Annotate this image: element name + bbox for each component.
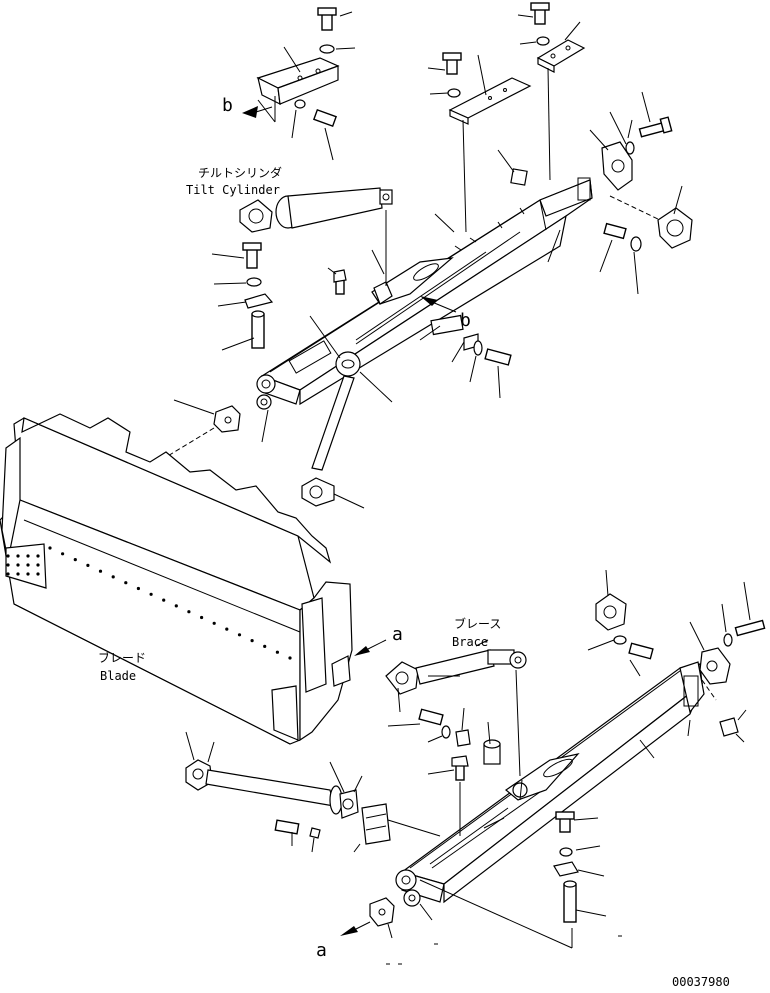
drawing-number: 00037980 bbox=[672, 975, 730, 989]
tilt-cylinder-bottom bbox=[185, 731, 441, 853]
bottom-trunnion-clamp bbox=[553, 569, 766, 937]
blade-bolt-hole bbox=[162, 598, 166, 602]
blade-bolt-hole bbox=[263, 644, 267, 649]
view-a-arrow-blade bbox=[354, 639, 387, 656]
blade-bolt-hole bbox=[225, 627, 229, 631]
blade-bolt-hole bbox=[61, 552, 65, 556]
blade-bolt-hole bbox=[136, 586, 140, 591]
blade-bolt-hole bbox=[237, 633, 242, 637]
blade-bolt-hole bbox=[48, 546, 52, 550]
blade-bolt-hole bbox=[200, 615, 204, 620]
blade-bolt-hole bbox=[6, 554, 10, 558]
blade-bolt-hole bbox=[16, 554, 20, 558]
blade-label-jp: ブレード bbox=[98, 650, 146, 665]
arm-pin-hardware bbox=[419, 314, 512, 399]
right-cover-plate bbox=[517, 2, 586, 181]
blade-bolt-hole bbox=[6, 563, 10, 567]
blade-bolt-hole bbox=[16, 563, 20, 567]
blade-bolt-hole bbox=[288, 656, 292, 660]
straight-frame-arm-bottom bbox=[395, 661, 705, 949]
brace-label-jp: ブレース bbox=[454, 616, 501, 631]
brace-label-en: Brace bbox=[452, 635, 488, 649]
blade-bolt-hole bbox=[174, 604, 178, 608]
blade-bolt-hole bbox=[26, 554, 30, 558]
view-b-arrow bbox=[420, 296, 457, 313]
tilt-cylinder-hardware bbox=[211, 242, 347, 351]
straight-frame-arm-top bbox=[256, 177, 593, 443]
center-cover-plate bbox=[427, 52, 532, 233]
view-marker-a-bottom: a bbox=[316, 940, 327, 961]
blade-bolt-hole bbox=[98, 569, 103, 573]
top-left-bracket bbox=[242, 7, 356, 161]
blade-bolt-hole bbox=[275, 650, 279, 654]
blade-label-en: Blade bbox=[100, 669, 136, 683]
blade-bolt-hole bbox=[111, 575, 115, 579]
brace-bottom bbox=[385, 639, 527, 777]
blade-bolt-hole bbox=[73, 558, 77, 562]
arm-end-nut bbox=[497, 149, 528, 186]
blade-bolt-hole bbox=[36, 554, 40, 558]
tilt-cylinder-label-jp: チルトシリンダ bbox=[198, 165, 282, 180]
right-trunnion-clamp bbox=[589, 91, 693, 295]
view-marker-a-blade: a bbox=[392, 624, 403, 645]
blade-mounting-holes bbox=[6, 546, 292, 660]
blade-bolt-hole bbox=[6, 572, 10, 576]
blade-bolt-hole bbox=[86, 563, 90, 568]
blade-bolt-hole bbox=[149, 592, 153, 596]
blade-bolt-hole bbox=[36, 563, 40, 567]
blade-bolt-hole bbox=[16, 572, 20, 576]
view-marker-b-top: b bbox=[222, 95, 233, 116]
tilt-cylinder bbox=[239, 187, 393, 286]
blade-bolt-hole bbox=[124, 581, 128, 585]
brace-top bbox=[301, 315, 393, 509]
blade-bolt-hole bbox=[26, 563, 30, 567]
blade-bolt-hole bbox=[212, 621, 216, 625]
brace-pin-hardware bbox=[387, 707, 523, 836]
blade-bolt-hole bbox=[250, 639, 254, 643]
bottom-stopper-block bbox=[340, 897, 438, 965]
view-marker-b-arm: b bbox=[460, 310, 471, 331]
blade-bolt-hole bbox=[187, 610, 191, 614]
blade-bolt-hole bbox=[36, 572, 40, 576]
blade-bolt-hole bbox=[26, 572, 30, 576]
tilt-cylinder-label-en: Tilt Cylinder bbox=[186, 183, 280, 197]
blade bbox=[0, 413, 353, 745]
